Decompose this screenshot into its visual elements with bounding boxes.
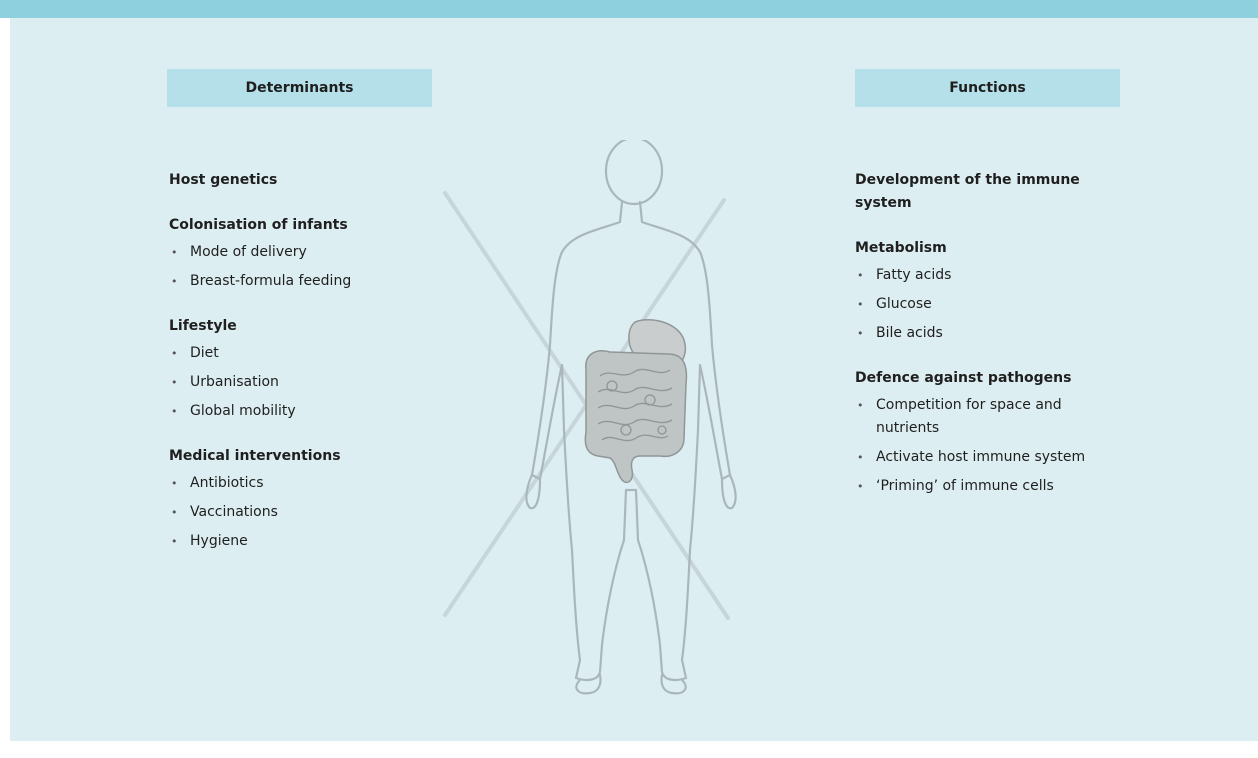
determinants-header: Determinants bbox=[167, 69, 432, 107]
group-title: Metabolism bbox=[855, 237, 1125, 260]
list-item: Antibiotics bbox=[169, 472, 449, 495]
list-item: Global mobility bbox=[169, 400, 449, 423]
group-title: Lifestyle bbox=[169, 315, 449, 338]
list-item: Hygiene bbox=[169, 530, 449, 553]
list-item: Mode of delivery bbox=[169, 241, 449, 264]
functions-header: Functions bbox=[855, 69, 1120, 107]
list-item: Glucose bbox=[855, 293, 1125, 316]
group-title: Host genetics bbox=[169, 169, 449, 192]
digestive-tract-icon bbox=[585, 320, 686, 483]
functions-header-label: Functions bbox=[949, 80, 1026, 96]
group-title: Colonisation of infants bbox=[169, 214, 449, 237]
determinant-group-colonisation: Colonisation of infants Mode of delivery… bbox=[169, 214, 449, 293]
determinants-header-label: Determinants bbox=[245, 80, 353, 96]
group-title: Development of the immune system bbox=[855, 169, 1125, 215]
list-item: Urbanisation bbox=[169, 371, 449, 394]
list-item: Diet bbox=[169, 342, 449, 365]
determinants-column: Host genetics Colonisation of infants Mo… bbox=[169, 169, 449, 575]
group-title: Medical interventions bbox=[169, 445, 449, 468]
function-group-immune-development: Development of the immune system bbox=[855, 169, 1125, 215]
function-group-defence: Defence against pathogens Competition fo… bbox=[855, 367, 1125, 498]
list-item: Activate host immune system bbox=[855, 446, 1125, 469]
list-item: Vaccinations bbox=[169, 501, 449, 524]
human-body-illustration bbox=[440, 140, 790, 715]
determinant-group-medical: Medical interventions Antibiotics Vaccin… bbox=[169, 445, 449, 553]
determinant-group-lifestyle: Lifestyle Diet Urbanisation Global mobil… bbox=[169, 315, 449, 423]
list-item: ‘Priming’ of immune cells bbox=[855, 475, 1125, 498]
group-title: Defence against pathogens bbox=[855, 367, 1125, 390]
list-item: Bile acids bbox=[855, 322, 1125, 345]
function-group-metabolism: Metabolism Fatty acids Glucose Bile acid… bbox=[855, 237, 1125, 345]
determinant-group-host-genetics: Host genetics bbox=[169, 169, 449, 192]
top-color-bar bbox=[0, 0, 1258, 18]
functions-column: Development of the immune system Metabol… bbox=[855, 169, 1125, 520]
list-item: Breast-formula feeding bbox=[169, 270, 449, 293]
list-item: Fatty acids bbox=[855, 264, 1125, 287]
list-item: Competition for space and nutrients bbox=[855, 394, 1125, 440]
